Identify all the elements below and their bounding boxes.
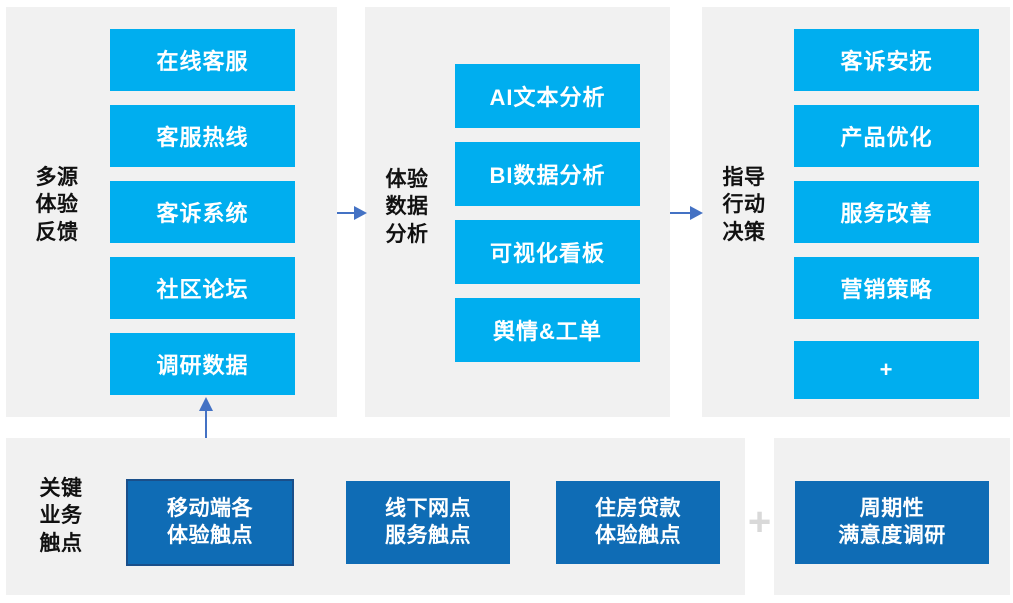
- stage-label-multi-source-feedback: 多源 体验 反馈: [35, 166, 79, 244]
- stage1-item-4[interactable]: 调研数据: [110, 333, 295, 395]
- stage2-item-2[interactable]: 可视化看板: [455, 220, 640, 284]
- stage1-item-3[interactable]: 社区论坛: [110, 257, 295, 319]
- stage1-item-2[interactable]: 客诉系统: [110, 181, 295, 243]
- stage3-item-3[interactable]: 营销策略: [794, 257, 979, 319]
- touchpoint-mobile[interactable]: 移动端各 体验触点: [128, 481, 292, 564]
- stage3-item-add[interactable]: +: [794, 341, 979, 399]
- touchpoint-offline-branch[interactable]: 线下网点 服务触点: [346, 481, 510, 564]
- stage2-item-0[interactable]: AI文本分析: [455, 64, 640, 128]
- touchpoint-housing-loan[interactable]: 住房贷款 体验触点: [556, 481, 720, 564]
- stage2-item-3[interactable]: 舆情&工单: [455, 298, 640, 362]
- stage-label-experience-data-analysis: 体验 数据 分析: [385, 168, 429, 246]
- arrow-stage1-to-stage2-icon: [337, 206, 367, 220]
- stage1-item-0[interactable]: 在线客服: [110, 29, 295, 91]
- stage3-item-1[interactable]: 产品优化: [794, 105, 979, 167]
- arrow-stage2-to-stage3-icon: [670, 206, 703, 220]
- touchpoints-plus-icon: +: [747, 500, 772, 544]
- stage3-item-2[interactable]: 服务改善: [794, 181, 979, 243]
- stage-label-guide-action-decision: 指导 行动 决策: [722, 166, 766, 244]
- touchpoint-periodic-survey[interactable]: 周期性 满意度调研: [795, 481, 989, 564]
- touchpoints-label: 关键 业务 触点: [39, 477, 83, 555]
- stage3-item-0[interactable]: 客诉安抚: [794, 29, 979, 91]
- stage2-item-1[interactable]: BI数据分析: [455, 142, 640, 206]
- stage1-item-1[interactable]: 客服热线: [110, 105, 295, 167]
